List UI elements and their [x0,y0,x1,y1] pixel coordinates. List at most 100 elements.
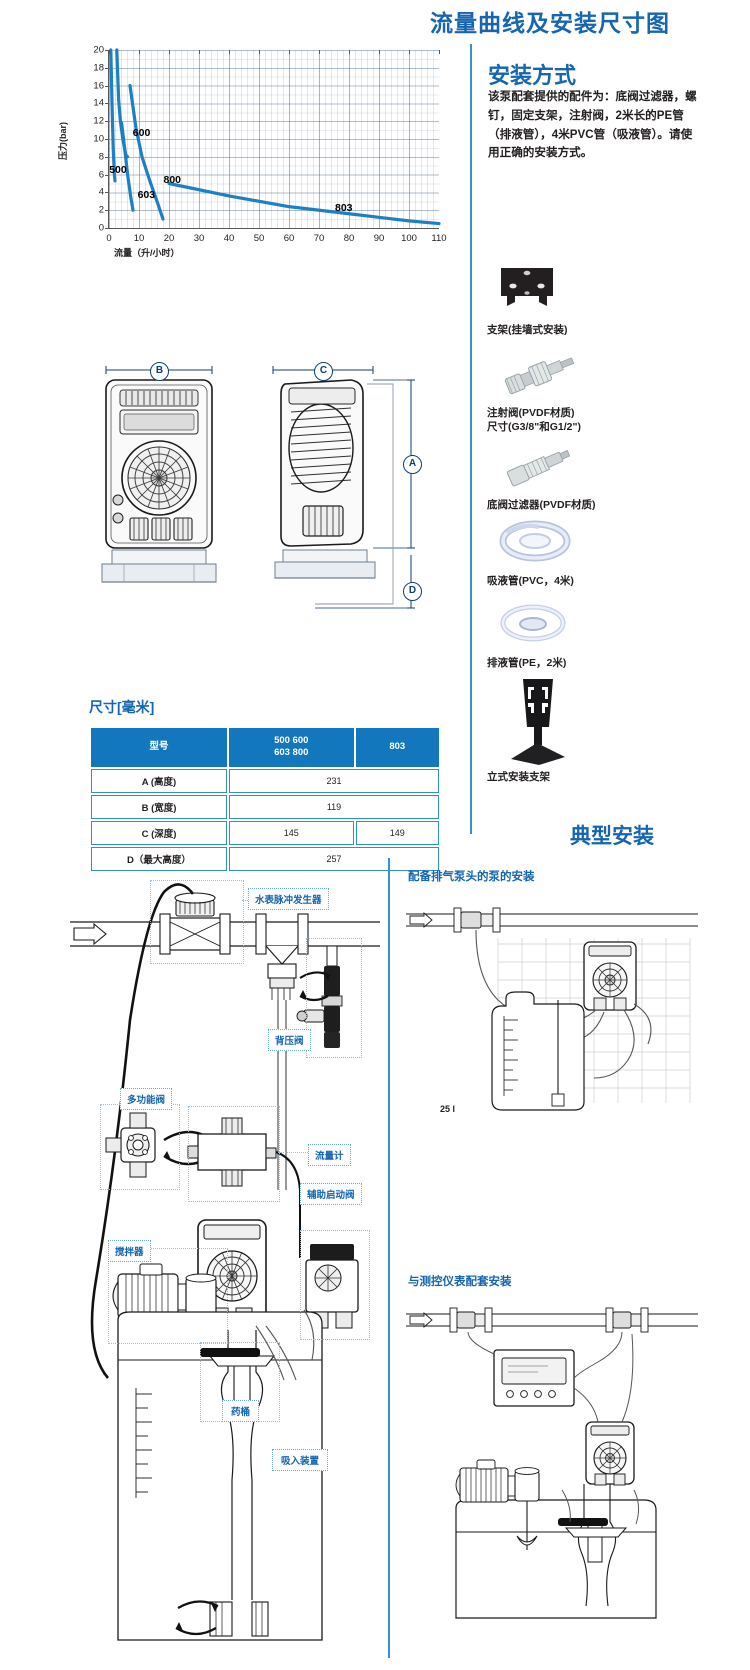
chart-y-tick: 0 [98,222,104,234]
col-header-model: 型号 [91,728,227,767]
leader-flow-meter [278,1152,312,1153]
callout-suction-assembly: 吸入装置 [272,1449,329,1471]
chart-y-tick: 18 [93,62,104,74]
jug-volume-label: 25 l [440,1104,456,1114]
column-divider-top [470,44,472,834]
chart-x-tick-mark [289,50,290,54]
chart-x-tick: 60 [283,233,295,244]
chart-series-label-803: 803 [335,201,353,214]
install-method-heading: 安装方式 [488,63,577,88]
accessory-item-bracket: 支架(挂墙式安装) [487,262,717,337]
chart-y-tick-mark [105,156,109,158]
highlight-water-meter [150,880,244,964]
chart-curves [109,48,441,226]
accessory-caption: 底阀过滤器(PVDF材质) [487,499,596,511]
accessory-item-floor-stand: 立式安装支架 [487,675,717,784]
dim-badge-b: B [150,362,169,381]
typical-install-subheading-2: 与测控仪表配套安装 [408,1276,512,1288]
suction-hose-icon [487,513,717,569]
row-label-d: D（最大高度） [91,846,227,871]
chart-y-tick: 6 [98,169,104,181]
chart-y-tick: 2 [98,204,104,216]
highlight-flow-meter [188,1106,280,1202]
chart-x-tick-mark [169,50,170,54]
dim-badge-a: A [403,455,422,474]
column-divider-bottom [388,858,390,1658]
callout-flow-meter: 流量计 [308,1144,351,1166]
chart-y-tick: 4 [98,186,104,198]
chart-x-tick: 70 [313,233,325,244]
row-value-b: 119 [228,794,439,819]
col-header-803: 803 [355,728,439,767]
table-header-row: 型号 500 600 603 800 803 [91,728,439,767]
discharge-hose-icon [487,595,717,651]
row-value-c-group1: 145 [228,820,354,845]
accessory-item-suction-hose: 吸液管(PVC，4米) [487,513,717,588]
typical-install-diagram-2 [398,1292,748,1622]
chart-y-tick: 10 [93,133,104,145]
typical-install-subheading-1: 配备排气泵头的泵的安装 [408,871,535,883]
chart-series-500 [109,48,117,183]
row-label-c: C (深度) [91,820,227,845]
pump-front-view-drawing: B [78,360,258,630]
dimensions-table-title: 尺寸[毫米] [89,699,155,715]
page-title: 流量曲线及安装尺寸图 [430,10,670,36]
highlight-back-pressure-valve [306,938,362,1058]
row-value-a: 231 [228,768,439,793]
chart-y-tick: 12 [93,115,104,127]
typical-install-heading: 典型安装 [570,825,654,848]
typical-install-diagram-1: 25 l [398,888,748,1138]
chart-y-axis-label: 压力(bar) [58,122,68,160]
chart-y-tick-mark [105,192,109,194]
chart-x-tick: 40 [223,233,235,244]
chart-series-803 [167,181,441,226]
chart-x-tick: 20 [163,233,175,244]
chart-x-tick: 90 [373,233,385,244]
chart-y-tick-mark [105,210,109,212]
chart-x-tick-mark [319,50,320,54]
accessory-caption: 立式安装支架 [487,771,550,783]
chart-y-tick: 16 [93,80,104,92]
chart-y-tick-mark [105,139,109,140]
accessory-item-injection-valve: 注射阀(PVDF材质) 尺寸(G3/8"和G1/2") [487,345,717,434]
callout-back-pressure-valve: 背压阀 [268,1029,311,1051]
chart-series-800 [128,84,165,221]
chart-x-tick: 30 [193,233,205,244]
accessory-caption: 排液管(PE，2米) [487,657,567,669]
chart-y-tick-mark [105,121,109,123]
chart-y-tick-mark [105,174,109,176]
chart-x-tick: 110 [431,233,447,244]
install-method-body: 该泵配套提供的配件为：底阀过滤器，螺钉，固定支架，注射阀，2米长的PE管（排液管… [488,90,697,160]
dimensions-table: 型号 500 600 603 800 803 A (高度) 231 B (宽度)… [89,726,441,873]
highlight-agitator [108,1248,228,1344]
chart-y-tick-mark [105,85,109,87]
callout-chemical-tank: 药桶 [222,1400,260,1422]
chart-x-tick: 100 [401,233,417,244]
chart-x-tick-mark [229,50,230,54]
chart-x-tick-mark [109,50,110,54]
chart-x-tick-mark [439,50,440,54]
pump-side-view-drawing: C A D [255,360,465,630]
callout-water-meter: 水表脉冲发生器 [248,888,329,910]
chart-x-tick: 0 [106,233,112,244]
dim-badge-d: D [403,582,422,601]
chart-y-tick-mark [105,228,109,229]
foot-valve-filter-icon [487,437,717,493]
accessory-item-discharge-hose: 排液管(PE，2米) [487,595,717,670]
row-label-b: B (宽度) [91,794,227,819]
callout-aux-start-valve: 辅助启动阀 [300,1183,362,1205]
wall-bracket-icon [487,262,717,318]
chart-series-603 [120,121,135,212]
highlight-multifunction-valve [100,1104,180,1190]
chart-y-tick-mark [105,50,109,51]
row-value-d: 257 [228,846,439,871]
row-label-a: A (高度) [91,768,227,793]
floor-stand-icon [487,675,717,765]
chart-x-tick: 80 [343,233,355,244]
chart-x-tick-mark [379,50,380,54]
chart-x-tick-mark [139,50,140,54]
chart-series-label-603: 603 [137,188,156,201]
chart-x-tick-mark [199,50,200,54]
callout-agitator: 搅拌器 [108,1240,151,1262]
